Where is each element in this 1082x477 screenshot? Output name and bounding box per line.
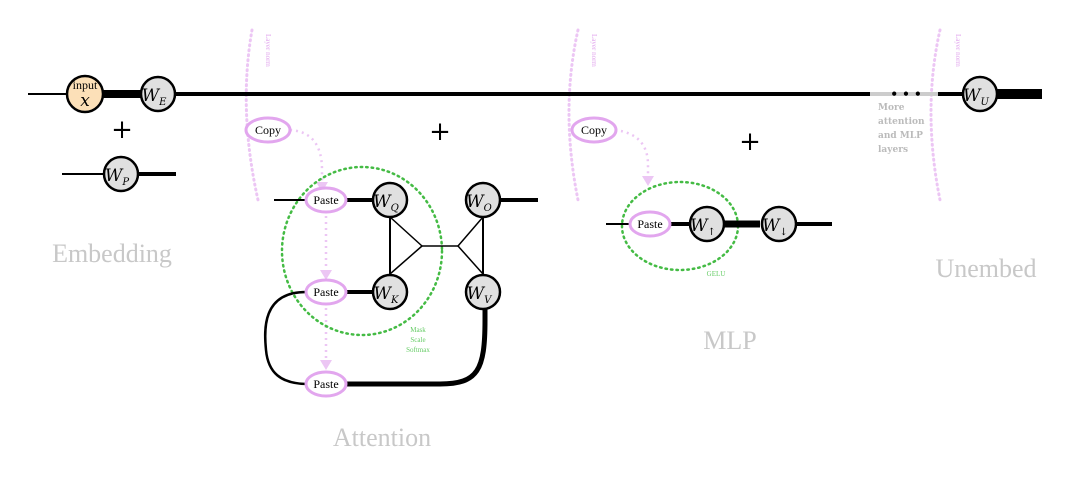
mask-note: Mask xyxy=(410,326,426,334)
value-output-stream xyxy=(346,308,488,387)
bowtie-line xyxy=(389,245,423,275)
wv-node xyxy=(464,273,502,311)
input-label: input xyxy=(73,78,98,92)
paste-node-key xyxy=(304,278,348,306)
paste-label: Paste xyxy=(313,193,338,207)
attention-block: Copy Paste Paste Paste WQ WK WO WV + Mas… xyxy=(244,116,538,452)
more-layers-line: More xyxy=(878,103,905,113)
layer-norm-curve xyxy=(929,28,942,202)
wo-node-label: WO xyxy=(466,192,492,214)
residual-stream: • • • xyxy=(28,87,1042,101)
more-layers-line: and MLP xyxy=(878,131,923,141)
wk-node-label: WK xyxy=(374,284,399,306)
section-title-unembed: Unembed xyxy=(935,254,1036,283)
bowtie-line xyxy=(457,216,484,247)
wdown-node xyxy=(760,205,798,243)
paste-label: Paste xyxy=(637,217,662,231)
plus-sign: + xyxy=(111,115,133,145)
input-variable: x xyxy=(80,91,90,111)
layer-norm-attention: Layer norm xyxy=(244,28,272,202)
more-layers-line: attention xyxy=(878,117,925,127)
copy-flow-arrow xyxy=(614,128,650,180)
paste-label: Paste xyxy=(313,377,338,391)
wu-node-label: WU xyxy=(963,86,989,108)
paste-label: Paste xyxy=(313,285,338,299)
wp-node-label: WP xyxy=(105,166,129,188)
layer-norm-label: Layer norm xyxy=(590,34,598,67)
embedding-block: input x WE + WP Embedding xyxy=(52,74,177,268)
paste-node-query xyxy=(304,186,348,214)
wup-node-label: W↑ xyxy=(690,216,716,238)
paste-node-value xyxy=(304,370,348,398)
copy-label: Copy xyxy=(581,123,607,137)
wv-node-label: WV xyxy=(467,284,493,306)
arrowhead xyxy=(320,360,332,370)
plus-sign: + xyxy=(429,117,451,147)
paste-node xyxy=(628,210,672,238)
copy-label: Copy xyxy=(255,123,281,137)
bowtie-line xyxy=(389,216,423,247)
bowtie-line xyxy=(457,245,484,275)
wdown-node-label: W↓ xyxy=(762,216,788,238)
layer-norm-label: Layer norm xyxy=(264,34,272,67)
wu-node xyxy=(961,75,999,113)
plus-sign: + xyxy=(739,127,761,157)
mlp-block: Copy Paste W↑ W↓ + GELU MLP xyxy=(570,116,832,355)
scale-note: Scale xyxy=(410,336,425,344)
copy-node xyxy=(570,116,618,144)
wp-node xyxy=(102,155,140,193)
section-title-mlp: MLP xyxy=(703,326,756,355)
layer-norm-curve xyxy=(567,28,580,202)
more-layers-line: layers xyxy=(878,145,908,155)
input-node xyxy=(65,74,105,114)
qk-scope-circle xyxy=(280,165,444,337)
wq-node-label: WQ xyxy=(373,192,399,214)
wq-node xyxy=(371,181,409,219)
gelu-note: GELU xyxy=(707,270,726,278)
layer-norm-curve xyxy=(244,28,260,202)
section-title-embedding: Embedding xyxy=(52,239,172,268)
arrowhead xyxy=(642,176,654,186)
wup-node xyxy=(688,205,726,243)
ellipsis-dots: • • • xyxy=(890,87,921,101)
more-layers-note: More attention and MLP layers xyxy=(878,103,925,155)
value-loop xyxy=(263,290,309,386)
softmax-note: Softmax xyxy=(406,346,430,354)
we-node-label: WE xyxy=(142,86,167,108)
copy-flow-arrow xyxy=(289,128,324,186)
arrowhead xyxy=(320,270,332,280)
wo-node xyxy=(464,181,502,219)
wk-node xyxy=(371,273,409,311)
layer-norm-mlp: Layer norm xyxy=(567,28,598,202)
we-node xyxy=(139,75,177,113)
layer-norm-unembed: Layer norm xyxy=(929,28,962,202)
layer-norm-label: Layer norm xyxy=(954,34,962,67)
copy-node xyxy=(244,116,292,144)
unembed-block: WU Unembed xyxy=(935,75,1037,283)
section-title-attention: Attention xyxy=(333,423,431,452)
